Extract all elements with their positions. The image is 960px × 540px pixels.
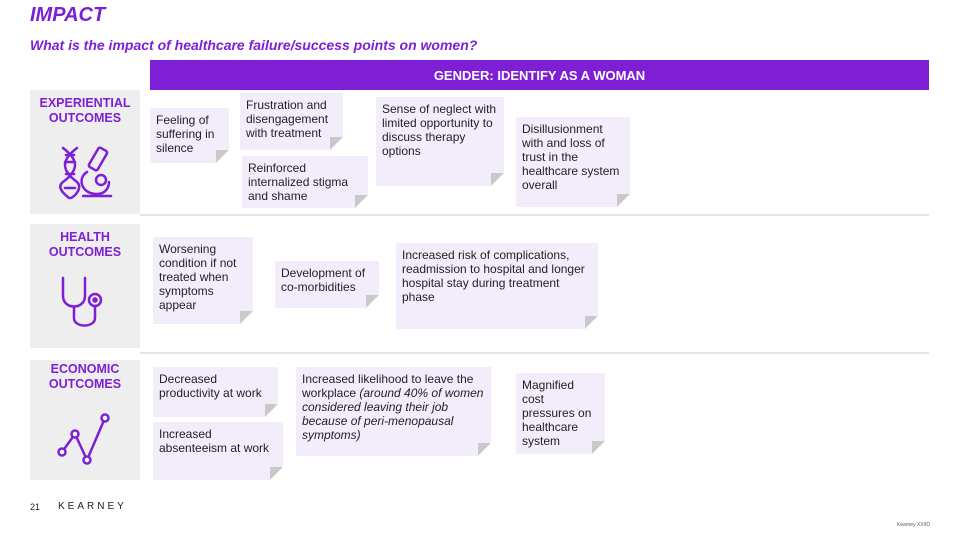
dna-microscope-icon: [59, 146, 113, 200]
category-label: ECONOMIC OUTCOMES: [48, 362, 122, 391]
note-sense-of-neglect: Sense of neglect with limited opportunit…: [376, 97, 504, 186]
note-text: Feeling of suffering in silence: [156, 113, 215, 155]
category-experiential: EXPERIENTIAL OUTCOMES: [30, 90, 140, 214]
footer-tag: Kearney XX/ID: [896, 522, 930, 528]
note-text: Increased risk of complications, readmis…: [402, 248, 585, 304]
note-text: Decreased productivity at work: [159, 372, 262, 400]
note-text: Worsening condition if not treated when …: [159, 242, 237, 312]
note-text: Development of co-morbidities: [281, 266, 366, 294]
note-text: Frustration and disengagement with treat…: [246, 98, 329, 140]
gender-header-bar: GENDER: IDENTIFY AS A WOMAN: [150, 60, 929, 90]
note-cost-pressures: Magnified cost pressures on healthcare s…: [516, 373, 605, 454]
note-comorbidities: Development of co-morbidities: [275, 261, 379, 308]
note-text: Reinforced internalized stigma and shame: [248, 161, 349, 203]
line-graph-icon: [57, 413, 110, 465]
note-text: Sense of neglect with limited opportunit…: [382, 102, 497, 158]
note-text: Increased absenteeism at work: [159, 427, 270, 455]
page-subtitle: What is the impact of healthcare failure…: [30, 37, 478, 53]
note-worsening-condition: Worsening condition if not treated when …: [153, 237, 253, 324]
row-divider: [140, 214, 929, 216]
note-frustration: Frustration and disengagement with treat…: [240, 93, 343, 150]
note-complications-risk: Increased risk of complications, readmis…: [396, 243, 598, 329]
page-number: 21: [30, 502, 41, 512]
note-text: Magnified cost pressures on healthcare s…: [522, 378, 592, 448]
category-label: EXPERIENTIAL OUTCOMES: [39, 96, 131, 125]
note-text: Disillusionment with and loss of trust i…: [522, 122, 620, 192]
page-title: IMPACT: [30, 4, 106, 26]
category-health: HEALTH OUTCOMES: [30, 224, 140, 348]
row-divider: [140, 352, 929, 354]
note-disillusionment: Disillusionment with and loss of trust i…: [516, 117, 630, 207]
category-label: HEALTH OUTCOMES: [48, 230, 122, 259]
note-text: Increased likelihood to leave the workpl…: [302, 372, 474, 400]
brand-logo: KEARNEY: [58, 501, 127, 512]
note-internalized-stigma: Reinforced internalized stigma and shame: [242, 156, 368, 208]
note-leave-workplace: Increased likelihood to leave the workpl…: [296, 367, 491, 456]
note-italic-text: (around 40% of women considered leaving …: [302, 386, 484, 442]
note-suffering-silence: Feeling of suffering in silence: [150, 108, 229, 163]
note-decreased-productivity: Decreased productivity at work: [153, 367, 278, 417]
note-increased-absenteeism: Increased absenteeism at work: [153, 422, 283, 480]
stethoscope-icon: [61, 276, 103, 327]
category-economic: ECONOMIC OUTCOMES: [30, 360, 140, 480]
